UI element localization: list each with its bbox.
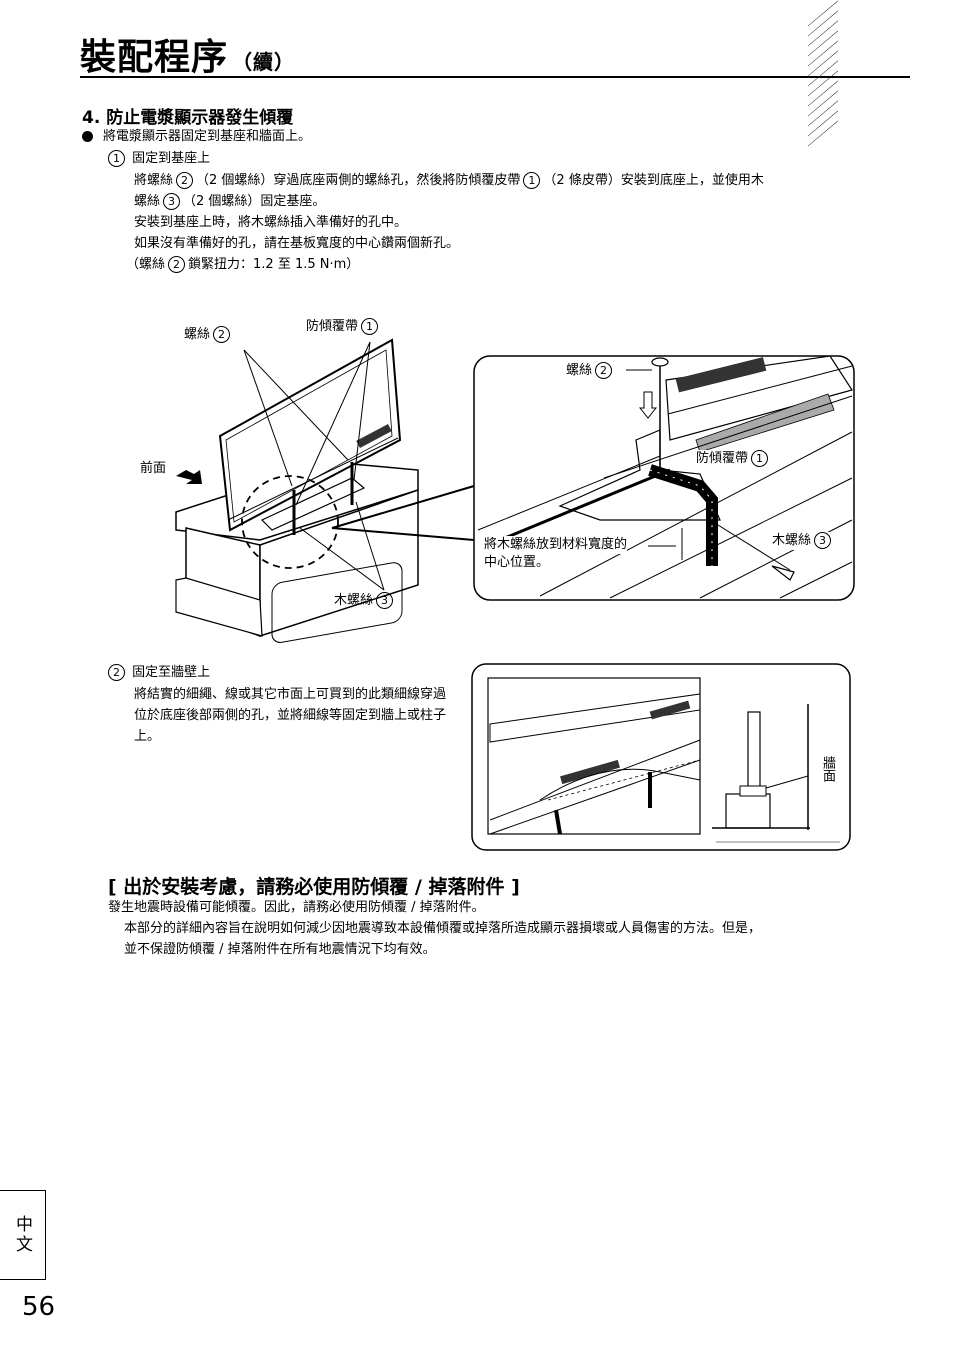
page-number: 56 bbox=[22, 1292, 56, 1322]
step2-body: 將結實的細繩、線或其它市面上可買到的此類細線穿過位於底座後部兩側的孔，並將細線等… bbox=[134, 687, 447, 744]
step2-number: 2 bbox=[108, 664, 125, 681]
screw-number: 2 bbox=[176, 172, 194, 189]
torque-screw-number: 2 bbox=[168, 256, 186, 273]
section-heading: 4. 防止電漿顯示器發生傾覆 bbox=[82, 108, 294, 128]
torque-a: （螺絲 bbox=[126, 257, 166, 272]
fig1-belt-text: 防傾覆帶 bbox=[306, 319, 359, 334]
language-tab-text: 中文 bbox=[12, 1215, 32, 1255]
intro-text: 將電漿顯示器固定到基座和牆面上。 bbox=[103, 129, 312, 144]
fig2-wood-num: 3 bbox=[814, 532, 832, 549]
step1-title: 1 固定到基座上 bbox=[108, 148, 210, 169]
language-tab: 中文 bbox=[0, 1190, 46, 1280]
fig2-belt-text: 防傾覆帶 bbox=[696, 451, 749, 466]
fig3-label-wall: 牆面 bbox=[818, 756, 836, 782]
fig2-wood-text: 木螺絲 bbox=[772, 533, 812, 548]
notice-line1: 發生地震時設備可能傾覆。因此，請務必使用防傾覆 / 掉落附件。 bbox=[108, 900, 485, 915]
step1-line1-c: （2 條皮帶）安裝到底座上，並使用木 bbox=[543, 173, 764, 188]
notice-line3: 並不保證防傾覆 / 掉落附件在所有地震情況下均有效。 bbox=[124, 942, 436, 957]
fig1-screw-text: 螺絲 bbox=[184, 327, 211, 342]
page-title: 裝配程序（續） bbox=[80, 28, 295, 80]
page-title-text: 裝配程序 bbox=[80, 37, 229, 78]
fig1-screw-num: 2 bbox=[213, 326, 231, 343]
step1-line3: 安裝到基座上時，將木螺絲插入準備好的孔中。 bbox=[134, 215, 408, 230]
step1-line2-b: （2 個螺絲）固定基座。 bbox=[183, 194, 326, 209]
torque-b: 鎖緊扭力：1.2 至 1.5 N·m） bbox=[188, 257, 360, 272]
page-title-suffix: （續） bbox=[232, 50, 296, 74]
notice-heading: [ 出於安裝考慮，請務必使用防傾覆 / 掉落附件 ] bbox=[108, 876, 520, 898]
step2-title: 2 固定至牆壁上 bbox=[108, 662, 210, 683]
fig1-belt-num: 1 bbox=[361, 318, 379, 335]
section-intro: 將電漿顯示器固定到基座和牆面上。 bbox=[82, 126, 311, 147]
fig2-screw-num: 2 bbox=[595, 362, 613, 379]
title-divider bbox=[80, 76, 910, 78]
fig1-wood-num: 3 bbox=[376, 592, 394, 609]
step1-line4: 如果沒有準備好的孔，請在基板寬度的中心鑽兩個新孔。 bbox=[134, 236, 460, 251]
step1-number: 1 bbox=[108, 150, 125, 167]
step1-line1-a: 將螺絲 bbox=[134, 173, 174, 188]
fig2-belt-num: 1 bbox=[751, 450, 769, 467]
fig2-label-center-1: 將木螺絲放到材料寬度的 bbox=[484, 536, 628, 554]
notice-line2: 本部分的詳細內容旨在說明如何減少因地震導致本設備傾覆或掉落所造成顯示器損壞或人員… bbox=[124, 921, 762, 936]
bullet-icon bbox=[82, 131, 93, 142]
fig2-label-center-2: 中心位置。 bbox=[484, 555, 550, 570]
step1-title-text: 固定到基座上 bbox=[132, 151, 211, 166]
wood-screw-number: 3 bbox=[163, 193, 181, 210]
fig2-screw-text: 螺絲 bbox=[566, 363, 593, 378]
step2-title-text: 固定至牆壁上 bbox=[132, 665, 211, 680]
step1-line2-a: 螺絲 bbox=[134, 194, 161, 209]
fig1-wood-text: 木螺絲 bbox=[334, 593, 374, 608]
fig1-label-front: 前面 bbox=[140, 461, 167, 476]
step1-line1-b: （2 個螺絲）穿過底座兩側的螺絲孔，然後將防傾覆皮帶 bbox=[196, 173, 521, 188]
belt-number: 1 bbox=[523, 172, 541, 189]
